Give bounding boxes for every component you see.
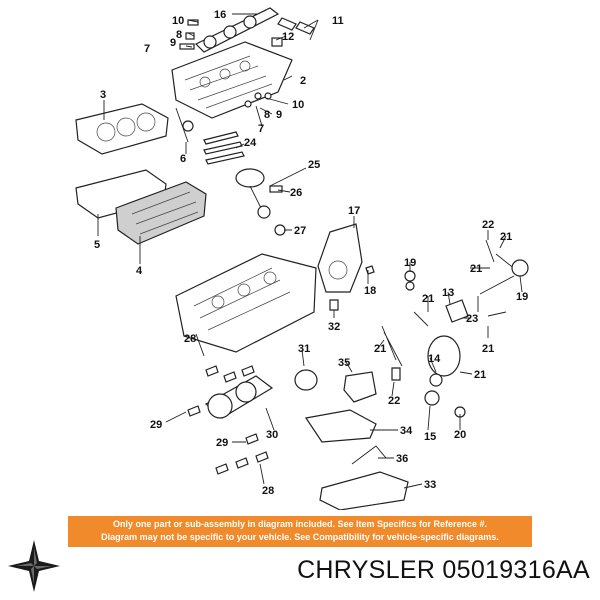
- valve-spring: [182, 120, 194, 132]
- callout-8b: 8: [264, 109, 270, 121]
- callout-19b: 19: [516, 291, 528, 303]
- callout-28b: 28: [262, 485, 274, 497]
- callout-34: 34: [400, 425, 413, 437]
- callout-9a: 9: [170, 37, 176, 49]
- callout-36: 36: [396, 453, 408, 465]
- piston-rings: [203, 131, 245, 165]
- cylinder-head: [171, 41, 293, 119]
- timing-cover: [317, 223, 363, 293]
- compatibility-notice: Only one part or sub-assembly in diagram…: [68, 516, 532, 547]
- callout-5: 5: [94, 239, 100, 251]
- notice-line-2: Diagram may not be specific to your vehi…: [101, 532, 499, 542]
- callout-22a: 22: [482, 219, 494, 231]
- camshaft: [194, 7, 280, 53]
- callout-21c: 21: [422, 293, 434, 305]
- callout-21f: 21: [474, 369, 486, 381]
- callout-8a: 8: [176, 29, 182, 41]
- callout-29b: 29: [216, 437, 228, 449]
- callout-31: 31: [298, 343, 310, 355]
- callout-20: 20: [454, 429, 466, 441]
- callout-22b: 22: [388, 395, 400, 407]
- notice-line-1: Only one part or sub-assembly in diagram…: [112, 519, 488, 529]
- engine-block: [175, 253, 317, 353]
- callout-29a: 29: [150, 419, 162, 431]
- callout-17: 17: [348, 205, 360, 217]
- oil-pump: [343, 371, 377, 403]
- oil-pickup-tube: [351, 445, 387, 465]
- callout-21e: 21: [482, 343, 494, 355]
- oil-pan-gasket: [304, 409, 377, 443]
- callout-10a: 10: [172, 15, 184, 27]
- callout-33: 33: [424, 479, 436, 491]
- valve-cover: [115, 181, 207, 245]
- rear-main-seal: [294, 369, 318, 391]
- bearings-and-fasteners: [187, 265, 415, 475]
- callout-numbers: 10 16 11 8 12 7 9 2 3 10 8 9 7 6 24 25 2…: [94, 9, 528, 497]
- callout-12: 12: [282, 31, 294, 43]
- callout-15: 15: [424, 431, 436, 443]
- pentastar-icon: [8, 540, 60, 592]
- sensor: [274, 224, 286, 236]
- callout-28a: 28: [184, 333, 196, 345]
- callout-21d: 21: [374, 343, 386, 355]
- callout-35: 35: [338, 357, 350, 369]
- callout-13: 13: [442, 287, 454, 299]
- callout-7a: 7: [144, 43, 150, 55]
- callout-10b: 10: [292, 99, 304, 111]
- timing-components: [381, 239, 529, 418]
- oil-pan: [319, 471, 409, 510]
- callout-25: 25: [308, 159, 320, 171]
- callout-23: 23: [466, 313, 478, 325]
- callout-21b: 21: [470, 263, 482, 275]
- callout-14: 14: [428, 353, 441, 365]
- exploded-engine-diagram: 10 16 11 8 12 7 9 2 3 10 8 9 7 6 24 25 2…: [75, 7, 529, 510]
- callout-30: 30: [266, 429, 278, 441]
- valve: [175, 107, 189, 143]
- callout-27: 27: [294, 225, 306, 237]
- callout-16: 16: [214, 9, 226, 21]
- callout-21a: 21: [500, 231, 512, 243]
- leader-lines: [97, 13, 523, 489]
- callout-2: 2: [300, 75, 306, 87]
- part-number-label: CHRYSLER 05019316AA: [297, 556, 590, 584]
- crankshaft: [204, 375, 274, 419]
- callout-3: 3: [100, 89, 106, 101]
- piston-rod: [235, 168, 283, 219]
- callout-18: 18: [364, 285, 376, 297]
- callout-6: 6: [180, 153, 186, 165]
- callout-19a: 19: [404, 257, 416, 269]
- callout-11: 11: [332, 15, 344, 27]
- callout-32: 32: [328, 321, 340, 333]
- callout-26: 26: [290, 187, 302, 199]
- callout-7b: 7: [258, 123, 264, 135]
- head-gasket: [75, 103, 169, 155]
- callout-24: 24: [244, 137, 257, 149]
- callout-4: 4: [136, 265, 143, 277]
- callout-9b: 9: [276, 109, 282, 121]
